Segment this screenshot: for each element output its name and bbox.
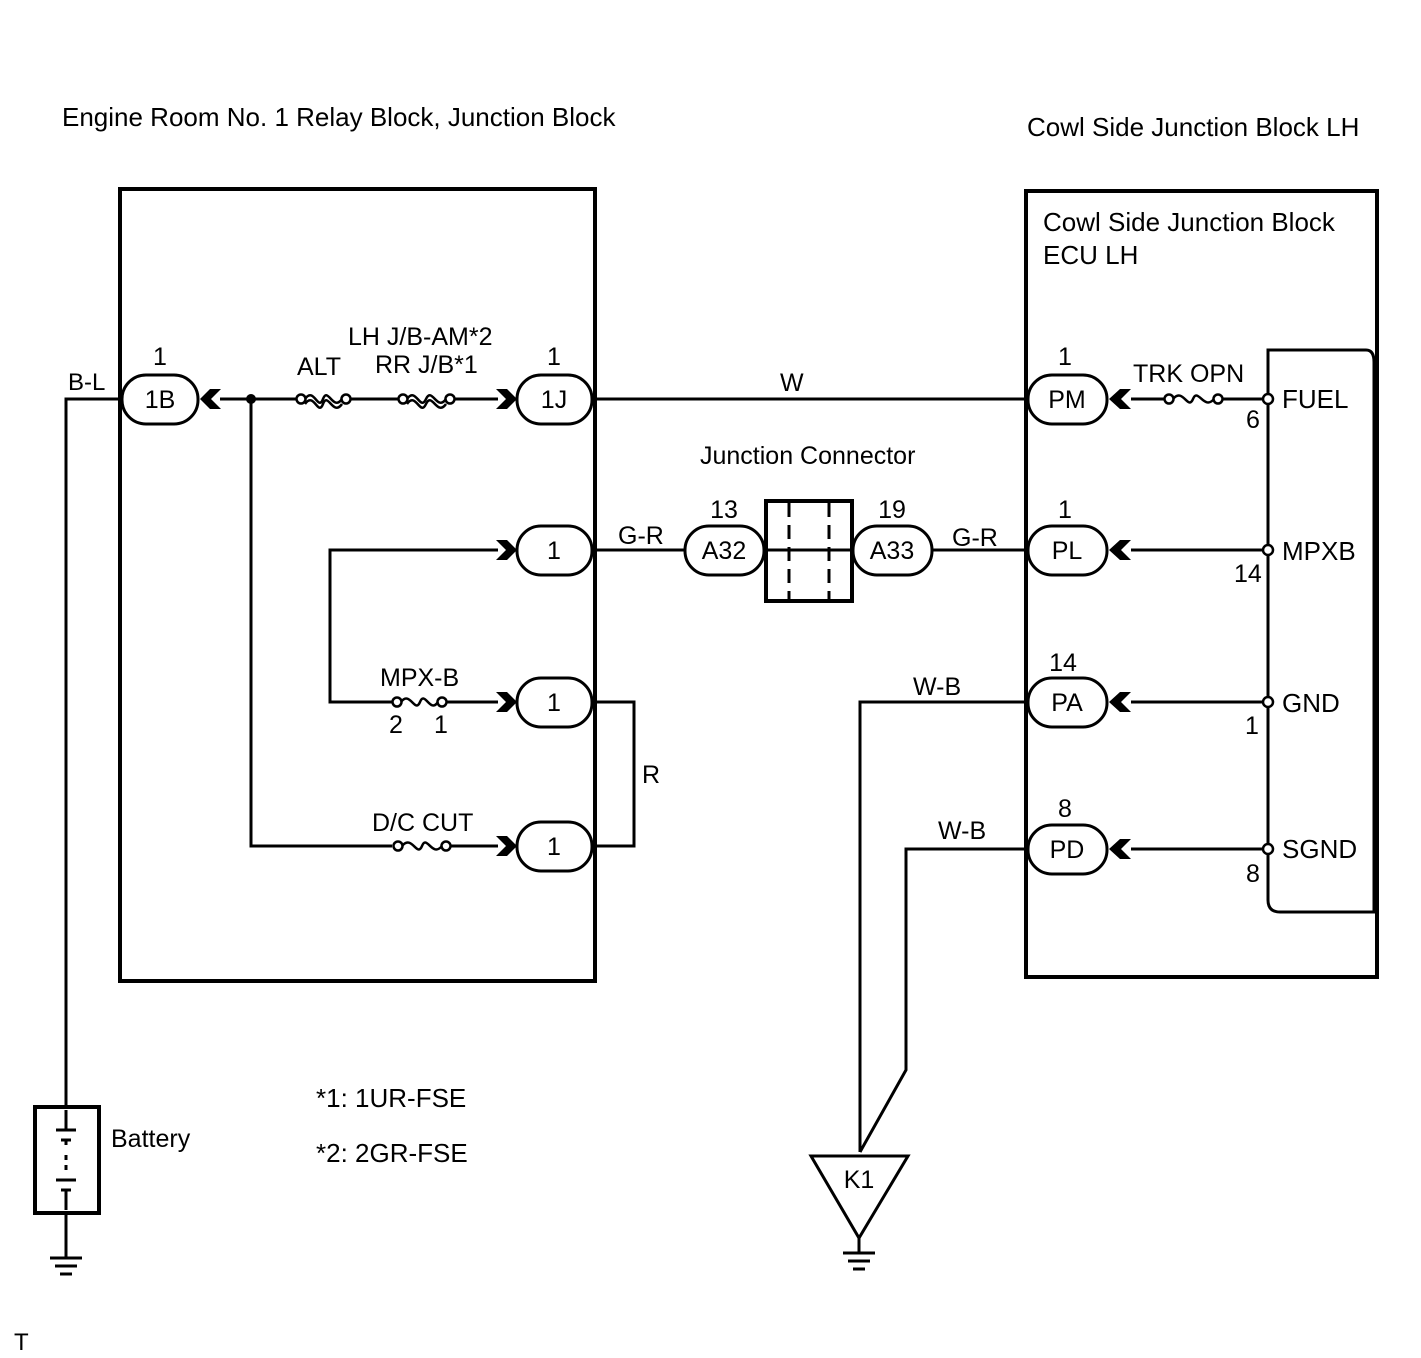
b-l-wire: [64, 397, 122, 1107]
mpx-b-fuse-label: MPX-B: [380, 664, 459, 692]
g-r-wire-left-label: G-R: [618, 522, 664, 550]
connector-1j-pin: 1: [547, 343, 561, 371]
connector-pl: [1026, 524, 1109, 577]
ecu-terminal-fuel-name: FUEL: [1282, 384, 1348, 414]
ground-icon-k1: [843, 1251, 875, 1271]
connector-row2-label: 1: [547, 537, 561, 565]
alt-fuse-icon: [295, 393, 352, 409]
trk-opn-fuse-icon: [1163, 393, 1224, 405]
connector-pd: [1026, 823, 1109, 876]
connector-pm-pin: 1: [1058, 343, 1072, 371]
w-wire-label: W: [780, 369, 804, 397]
ecu-terminal-mpxb-pin: 14: [1234, 560, 1262, 588]
engine-room-relay-block-outline: [118, 187, 597, 983]
r-wire-label: R: [642, 761, 660, 789]
connector-1j-label: 1J: [541, 386, 567, 414]
note-2: *2: 2GR-FSE: [316, 1138, 468, 1168]
connector-pl-arrow-icon: [1109, 540, 1131, 560]
alt-fuse-label: ALT: [297, 353, 341, 381]
cowl-side-junction-block-outline: [1024, 189, 1379, 979]
lh-jb-am-fuse-label: LH J/B-AM*2: [348, 323, 492, 351]
corner-mark: T: [14, 1329, 29, 1356]
trk-opn-fuse-label: TRK OPN: [1133, 360, 1244, 388]
ecu-terminal-gnd-name: GND: [1282, 688, 1340, 718]
ground-icon-battery: [50, 1256, 82, 1276]
connector-1b: [120, 373, 200, 426]
dc-cut-fuse-label: D/C CUT: [372, 809, 473, 837]
mpx-b-pin-2: 2: [389, 711, 403, 739]
battery-label: Battery: [111, 1125, 191, 1153]
w-b-wire-lower-label: W-B: [938, 817, 986, 845]
connector-1b-label: 1B: [145, 386, 176, 414]
connector-1j-arrow-icon: [496, 389, 517, 409]
connector-a33-label: A33: [870, 537, 914, 565]
connector-pl-label: PL: [1052, 537, 1083, 565]
right-block-title: Cowl Side Junction Block LH: [1027, 112, 1359, 142]
g-r-wire-right-label: G-R: [952, 524, 998, 552]
ecu-terminal-gnd-pin: 1: [1245, 712, 1259, 740]
connector-1b-pin: 1: [153, 343, 167, 371]
connector-pa-pin: 14: [1049, 649, 1077, 677]
ecu-terminal-mpxb-name: MPXB: [1282, 536, 1356, 566]
junction-connector-label: Junction Connector: [700, 442, 915, 470]
k1-ground-point: [808, 1154, 911, 1241]
connector-row3-arrow-icon: [496, 692, 517, 712]
mpx-b-loop-wire: [328, 548, 498, 704]
left-block-title: Engine Room No. 1 Relay Block, Junction …: [62, 102, 616, 132]
k1-label: K1: [844, 1166, 875, 1194]
connector-pm-arrow-icon: [1109, 389, 1131, 409]
connector-a33-pin: 19: [878, 496, 906, 524]
connector-row3-label: 1: [547, 689, 561, 717]
connector-a33: [851, 524, 934, 577]
connector-1b-arrow-icon: [200, 389, 221, 409]
connector-pd-pin: 8: [1058, 795, 1072, 823]
ecu-title-line1: Cowl Side Junction Block: [1043, 207, 1336, 237]
lh-jb-am-fuse-icon: [397, 393, 456, 409]
connector-pl-pin: 1: [1058, 496, 1072, 524]
connector-row4: [515, 820, 594, 873]
w-b-wire-upper: [858, 700, 1028, 1152]
connector-pa-label: PA: [1051, 689, 1083, 717]
ecu-terminal-gnd: [1261, 695, 1275, 709]
dc-cut-fuse-icon: [392, 840, 452, 852]
ecu-terminal-sgnd: [1261, 842, 1275, 856]
connector-pa-arrow-icon: [1109, 692, 1131, 712]
ecu-terminal-mpxb: [1261, 543, 1275, 557]
r-wire: [592, 700, 636, 848]
rr-jb-fuse-label: RR J/B*1: [375, 351, 478, 379]
battery-cells-icon: [56, 1110, 76, 1210]
connector-pd-label: PD: [1050, 836, 1085, 864]
ecu-terminal-sgnd-name: SGND: [1282, 834, 1357, 864]
connector-pm: [1026, 373, 1109, 426]
connector-row4-arrow-icon: [496, 836, 517, 856]
connector-pd-arrow-icon: [1109, 839, 1131, 859]
b-l-wire-label: B-L: [68, 369, 105, 396]
mpx-b-pin-1: 1: [434, 711, 448, 739]
mpx-b-fuse-icon: [391, 696, 448, 708]
connector-a32-pin: 13: [710, 496, 738, 524]
connector-pm-label: PM: [1048, 386, 1086, 414]
connector-pa: [1026, 676, 1109, 729]
ecu-module-outline: [1266, 348, 1376, 914]
ecu-terminal-sgnd-pin: 8: [1246, 860, 1260, 888]
connector-row2-arrow-icon: [496, 540, 517, 560]
branch-wire-dc-cut: [249, 399, 392, 848]
ecu-terminal-fuel-pin: 6: [1246, 406, 1260, 434]
note-1: *1: 1UR-FSE: [316, 1083, 466, 1113]
w-b-wire-upper-label: W-B: [913, 673, 961, 701]
ecu-terminal-fuel: [1261, 392, 1275, 406]
connector-row3: [515, 676, 594, 729]
ecu-title-line2: ECU LH: [1043, 240, 1138, 270]
connector-row4-label: 1: [547, 833, 561, 861]
connector-a32-label: A32: [702, 537, 746, 565]
w-b-wire-lower: [858, 847, 1028, 1153]
